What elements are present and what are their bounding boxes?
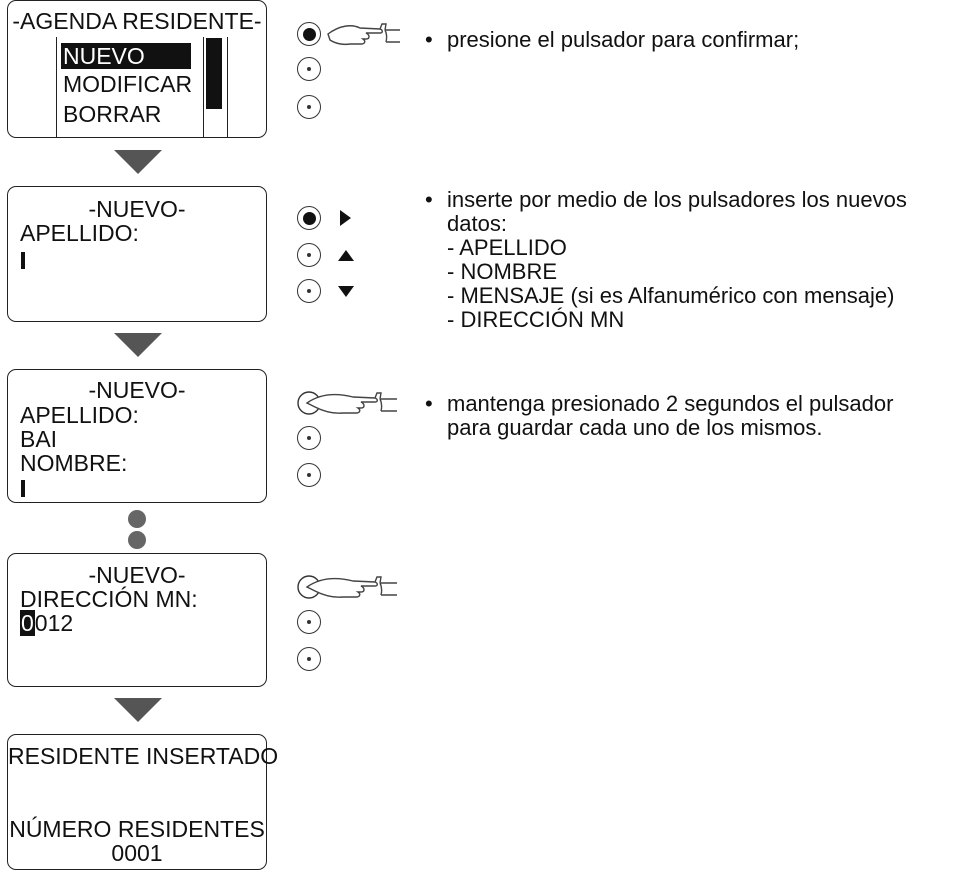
continuation-dot: [128, 531, 146, 549]
instruction-text: datos:: [447, 211, 507, 236]
pointing-hand-icon: [297, 391, 397, 415]
bullet: •: [425, 187, 433, 212]
text-cursor: [21, 252, 25, 269]
pointing-hand-icon: [327, 23, 400, 46]
flow-arrow-down-icon: [114, 698, 162, 722]
instruction-insert: • inserte por medio de los pulsadores lo…: [425, 188, 907, 332]
arrow-right-icon: [340, 210, 351, 226]
lcd-screen-agenda: -AGENDA RESIDENTE- NUEVO MODIFICAR BORRA…: [7, 0, 267, 138]
menu-item-nuevo: NUEVO: [61, 43, 191, 69]
arrow-up-icon: [338, 250, 354, 261]
lcd-screen-nuevo-direccion: -NUEVO- DIRECCIÓN MN: 0012: [7, 553, 267, 687]
field-label-apellido: APELLIDO:: [20, 402, 139, 428]
button-icon: [297, 243, 321, 267]
button-icon: [297, 95, 321, 119]
flow-arrow-down-icon: [114, 150, 162, 174]
scrollbar-track: [203, 37, 204, 137]
button-icon: [297, 647, 321, 671]
list-item: - NOMBRE: [447, 259, 557, 284]
screen-title: -NUEVO-: [88, 377, 186, 403]
field-value-direccion: 0012: [20, 610, 74, 636]
result-message: RESIDENTE INSERTADO: [8, 743, 279, 769]
button-pressed-icon: [297, 206, 321, 230]
instruction-confirm: • presione el pulsador para confirmar;: [425, 28, 799, 52]
button-pressed-icon: [297, 22, 321, 46]
screen-title: -NUEVO-: [88, 562, 186, 588]
field-label-direccion: DIRECCIÓN MN:: [20, 586, 198, 612]
resident-count-value: 0001: [111, 840, 163, 866]
button-icon: [297, 279, 321, 303]
button-icon: [297, 57, 321, 81]
instruction-text: mantenga presionado 2 segundos el pulsad…: [447, 391, 894, 416]
menu-item-borrar: BORRAR: [63, 101, 162, 127]
menu-item-modificar: MODIFICAR: [63, 71, 193, 97]
remaining-digits: 012: [34, 610, 74, 636]
lcd-screen-nuevo-nombre: -NUEVO- APELLIDO: BAI NOMBRE:: [7, 369, 267, 503]
list-item: - APELLIDO: [447, 235, 567, 260]
field-label-nombre: NOMBRE:: [20, 450, 128, 476]
continuation-dot: [128, 510, 146, 528]
button-icon: [297, 463, 321, 487]
screen-title: -AGENDA RESIDENTE-: [12, 8, 262, 34]
instruction-text: presione el pulsador para confirmar;: [447, 27, 800, 52]
menu-list: NUEVO MODIFICAR BORRAR: [56, 37, 228, 137]
field-value-apellido: BAI: [20, 426, 58, 452]
arrow-down-icon: [338, 286, 354, 297]
button-icon: [297, 426, 321, 450]
flow-arrow-down-icon: [114, 333, 162, 357]
instruction-text: inserte por medio de los pulsadores los …: [447, 187, 907, 212]
lcd-screen-result: RESIDENTE INSERTADO NÚMERO RESIDENTES 00…: [7, 734, 279, 870]
pointing-hand-icon: [297, 575, 397, 599]
lcd-screen-nuevo-apellido: -NUEVO- APELLIDO:: [7, 186, 267, 322]
instruction-save: • mantenga presionado 2 segundos el puls…: [425, 392, 893, 440]
scrollbar-thumb: [206, 38, 222, 109]
list-item: - DIRECCIÓN MN: [447, 307, 625, 332]
text-cursor: [21, 480, 25, 497]
resident-count-label: NÚMERO RESIDENTES: [9, 816, 265, 842]
bullet: •: [425, 391, 433, 416]
selected-digit: 0: [20, 610, 35, 636]
bullet: •: [425, 27, 433, 52]
field-label-apellido: APELLIDO:: [20, 220, 139, 246]
screen-title: -NUEVO-: [88, 196, 186, 222]
instruction-text: para guardar cada uno de los mismos.: [447, 415, 823, 440]
button-icon: [297, 610, 321, 634]
list-item: - MENSAJE (si es Alfanumérico con mensaj…: [447, 283, 895, 308]
